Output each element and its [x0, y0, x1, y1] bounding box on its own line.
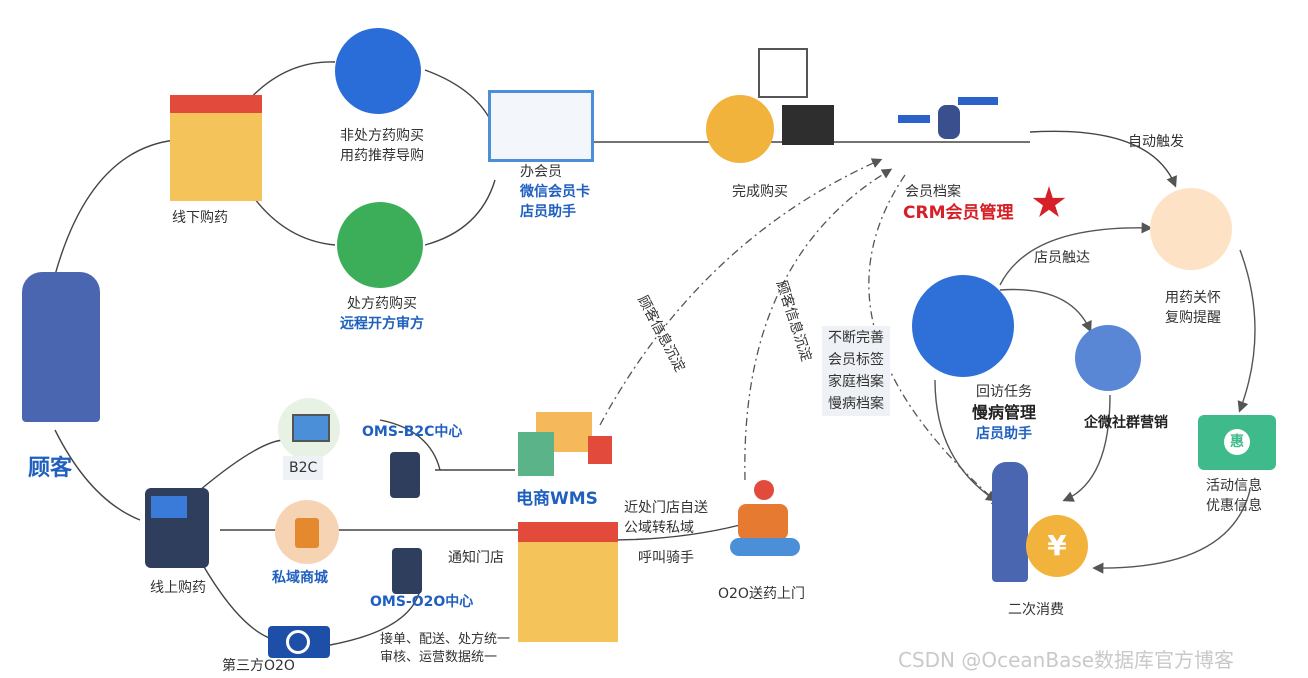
- otc-purchase-label: 非处方药购买: [340, 128, 424, 144]
- rx-purchase-label: 处方药购买: [347, 296, 417, 312]
- improve-line-1: 不断完善: [822, 326, 890, 350]
- pharmacist-icon: [337, 202, 423, 288]
- otc-guide-label: 用药推荐导购: [340, 148, 424, 164]
- improve-line-2: 会员标签: [822, 348, 890, 372]
- care-label-2: 复购提醒: [1165, 310, 1221, 326]
- customer-label: 顾客: [28, 456, 73, 481]
- promo-label-2: 优惠信息: [1206, 498, 1262, 514]
- auto-trigger-label: 自动触发: [1128, 134, 1184, 150]
- doctor-icon: [335, 28, 421, 114]
- promo-label-1: 活动信息: [1206, 478, 1262, 494]
- private-mall-icon: [275, 500, 339, 564]
- nearby-store-label-1: 近处门店自送: [624, 500, 708, 516]
- oms-o2o-label: OMS-O2O中心: [370, 594, 474, 610]
- b2c-order-icon: [390, 452, 420, 498]
- wecom-group-icon: [1075, 325, 1141, 391]
- yen-symbol: ¥: [1047, 529, 1067, 562]
- improve-line-3: 家庭档案: [822, 370, 890, 394]
- oms-b2c-label: OMS-B2C中心: [362, 424, 463, 440]
- coupon-label: 惠: [1224, 429, 1250, 455]
- phone-icon: [145, 488, 209, 568]
- heart-icon: [1150, 188, 1232, 270]
- unify-label-2: 审核、运营数据统一: [380, 650, 498, 665]
- coin-icon-2: ¥: [1026, 515, 1088, 577]
- unify-label-1: 接单、配送、处方统一: [380, 632, 511, 647]
- staff-reach-label: 店员触达: [1034, 250, 1090, 266]
- member-profile-label: 会员档案: [905, 184, 961, 200]
- returning-customer-icon: [992, 462, 1028, 582]
- wecom-label: 企微社群营销: [1084, 415, 1168, 431]
- private-mall-label: 私域商城: [272, 570, 328, 586]
- coupon-icon: 惠: [1198, 415, 1276, 470]
- pharmacy-store-icon: [170, 95, 262, 201]
- crm-operator-icon: [898, 95, 998, 139]
- call-rider-label: 呼叫骑手: [638, 550, 694, 566]
- customer-icon: [22, 272, 100, 422]
- b2c-computer-icon: [278, 398, 340, 460]
- join-member-label: 办会员: [520, 164, 562, 180]
- third-party-label: 第三方O2O: [222, 658, 295, 674]
- b2c-label: B2C: [283, 456, 324, 480]
- nearby-store-label-2: 公域转私域: [624, 520, 694, 536]
- chronic-mgmt-label: 慢病管理: [972, 403, 1037, 422]
- third-party-o2o-icon: [268, 626, 330, 658]
- delivery-rider-icon: [730, 480, 810, 560]
- member-card-icon: [488, 90, 594, 162]
- o2o-delivery-label: O2O送药上门: [718, 586, 805, 602]
- visiting-staff-icon: [912, 275, 1014, 377]
- pos-terminal-icon: [782, 105, 834, 145]
- wms-label: 电商WMS: [516, 489, 598, 509]
- visit-task-label: 回访任务: [976, 384, 1032, 400]
- delivery-truck-icon: [518, 412, 614, 480]
- care-label-1: 用药关怀: [1165, 290, 1221, 306]
- o2o-order-icon: [392, 548, 422, 594]
- online-purchase-label: 线上购药: [150, 580, 206, 596]
- rx-remote-label: 远程开方审方: [340, 316, 424, 332]
- purchase-complete-label: 完成购买: [732, 184, 788, 200]
- store-assistant-label: 店员助手: [520, 204, 576, 220]
- second-purchase-label: 二次消费: [1008, 602, 1064, 618]
- notify-store-label: 通知门店: [448, 550, 504, 566]
- crm-assistant-label: 店员助手: [976, 426, 1032, 442]
- nearby-store-icon: [518, 522, 618, 642]
- watermark: CSDN @OceanBase数据库官方博客: [898, 648, 1235, 672]
- wechat-card-label: 微信会员卡: [520, 184, 590, 200]
- face-scan-icon: [758, 48, 808, 98]
- crm-title: CRM会员管理: [903, 203, 1014, 223]
- coin-icon: [706, 95, 774, 163]
- improve-line-4: 慢病档案: [822, 392, 890, 416]
- offline-purchase-label: 线下购药: [172, 210, 228, 226]
